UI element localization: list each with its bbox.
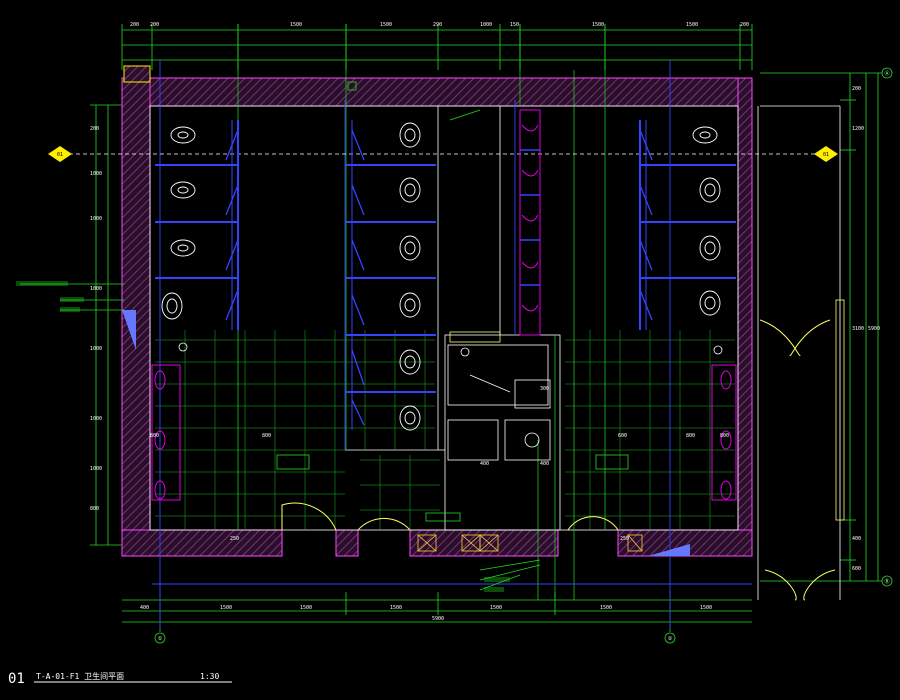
svg-text:1500: 1500 [600, 605, 612, 611]
svg-text:1000: 1000 [480, 22, 492, 28]
toilets-middle [399, 122, 421, 431]
grid-marker-B: Ⓑ [881, 575, 893, 587]
shaft-marks [417, 534, 643, 552]
annotation-marks [16, 281, 510, 592]
svg-text:①: ① [158, 636, 163, 642]
right-dimension-text: 200 1200 3100 5900 400 600 [852, 86, 880, 572]
svg-text:400: 400 [480, 461, 489, 467]
svg-text:800: 800 [150, 433, 159, 439]
vanity-left [151, 364, 181, 501]
corridor [757, 105, 845, 600]
svg-text:Ⓐ: Ⓐ [884, 70, 889, 77]
grid-marker-2: ② [664, 632, 676, 644]
svg-text:01: 01 [57, 152, 63, 158]
vanity-right [711, 364, 737, 501]
room-label-boxes [276, 81, 629, 522]
urinal-dividers [520, 149, 540, 286]
urinals [519, 109, 541, 336]
svg-text:1000: 1000 [90, 346, 102, 352]
svg-text:200: 200 [90, 126, 99, 132]
svg-text:400: 400 [852, 536, 861, 542]
svg-text:1500: 1500 [686, 22, 698, 28]
stall-partitions [155, 120, 736, 430]
svg-text:3100: 3100 [852, 326, 864, 332]
annotation-leaders [20, 109, 541, 591]
svg-text:150: 150 [510, 22, 519, 28]
structural-grid-lines [237, 24, 606, 600]
svg-text:800: 800 [262, 433, 271, 439]
bottom-dimension-text: 400 1500 1500 1500 1500 1500 1500 5900 [140, 605, 712, 622]
room-outlines [149, 105, 739, 531]
svg-text:250: 250 [620, 536, 629, 542]
drawing-scale: 1:30 [200, 672, 219, 681]
svg-text:1500: 1500 [490, 605, 502, 611]
svg-text:600: 600 [852, 566, 861, 572]
svg-text:1500: 1500 [300, 605, 312, 611]
svg-text:300: 300 [540, 386, 549, 392]
svg-text:1500: 1500 [390, 605, 402, 611]
svg-text:1000: 1000 [90, 171, 102, 177]
top-dimension-lines [121, 24, 753, 70]
sheet-number: 01 [8, 671, 25, 687]
stall-doors [225, 129, 653, 426]
service-room [447, 331, 551, 461]
svg-text:250: 250 [230, 536, 239, 542]
ramp-marks [122, 310, 690, 556]
svg-text:1000: 1000 [90, 286, 102, 292]
svg-text:400: 400 [140, 605, 149, 611]
svg-text:5900: 5900 [432, 616, 444, 622]
grid-marker-1: ① [154, 632, 166, 644]
blue-axis-lines [152, 60, 752, 630]
svg-text:800: 800 [686, 433, 695, 439]
svg-text:800: 800 [720, 433, 729, 439]
svg-text:290: 290 [433, 22, 442, 28]
svg-text:1500: 1500 [220, 605, 232, 611]
squat-toilets-right [692, 126, 721, 316]
interior-dimension-text: 800 800 600 800 800 400 400 300 250 250 [150, 386, 729, 542]
drawing-title: T-A-01-F1 卫生间平面 [36, 671, 124, 681]
title-block: 01 T-A-01-F1 卫生间平面 1:30 [8, 671, 232, 687]
outer-walls [121, 65, 753, 557]
svg-text:400: 400 [540, 461, 549, 467]
svg-text:1000: 1000 [90, 216, 102, 222]
svg-text:800: 800 [90, 506, 99, 512]
svg-text:1200: 1200 [852, 126, 864, 132]
svg-text:1000: 1000 [90, 416, 102, 422]
tile-grid [155, 330, 735, 530]
svg-text:200: 200 [852, 86, 861, 92]
svg-text:1500: 1500 [700, 605, 712, 611]
svg-text:1500: 1500 [290, 22, 302, 28]
grid-marker-A: Ⓐ [881, 67, 893, 79]
svg-text:01: 01 [823, 152, 829, 158]
svg-text:Ⓑ: Ⓑ [884, 578, 889, 585]
floor-drains [178, 342, 723, 357]
section-marker-left: 01 [48, 146, 72, 162]
svg-text:200: 200 [740, 22, 749, 28]
left-dimension-lines [90, 104, 122, 546]
svg-text:1500: 1500 [592, 22, 604, 28]
squat-toilets-left [161, 126, 196, 320]
left-dimension-text: 200 1000 1000 1000 1000 1000 1000 800 [90, 126, 102, 512]
entry-doors [281, 319, 836, 601]
bottom-dimension-lines [122, 590, 752, 632]
section-marker-right: 01 [814, 146, 838, 162]
svg-text:200: 200 [130, 22, 139, 28]
right-dimension-lines [760, 72, 882, 582]
svg-text:1500: 1500 [380, 22, 392, 28]
svg-text:200: 200 [150, 22, 159, 28]
top-dimension-text: 200 200 1500 1500 290 1000 150 1500 1500 200 [130, 22, 749, 28]
svg-text:5900: 5900 [868, 326, 880, 332]
svg-text:②: ② [668, 636, 673, 642]
svg-text:1000: 1000 [90, 466, 102, 472]
svg-text:600: 600 [618, 433, 627, 439]
